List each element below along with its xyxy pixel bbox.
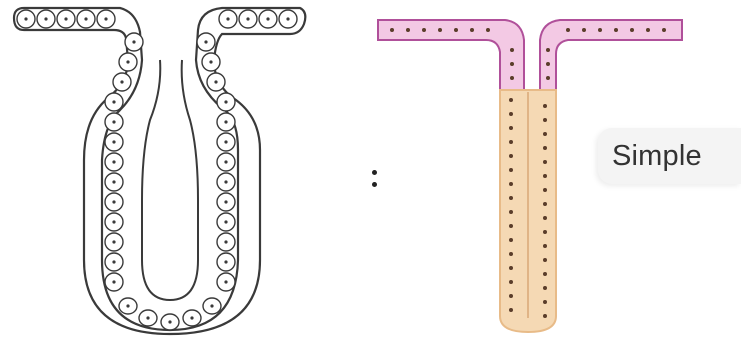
nucleus-dot [509, 224, 513, 228]
cell-nucleus [146, 316, 149, 319]
nucleus-dot [509, 196, 513, 200]
nucleus-dot [546, 76, 550, 80]
cell-nucleus [224, 160, 227, 163]
cell-nucleus [224, 240, 227, 243]
cell-nucleus [112, 260, 115, 263]
cell-nucleus [112, 240, 115, 243]
nucleus-dot [486, 28, 490, 32]
nucleus-dot [543, 286, 547, 290]
nucleus-dot [543, 188, 547, 192]
cell-nucleus [190, 316, 193, 319]
cell-nucleus [24, 17, 27, 20]
cell-nucleus [204, 40, 207, 43]
nucleus-dot [454, 28, 458, 32]
cell-nucleus [224, 100, 227, 103]
nucleus-dot [509, 280, 513, 284]
cell-nucleus [84, 17, 87, 20]
cell-nucleus [112, 280, 115, 283]
cell-nucleus [224, 140, 227, 143]
cell-nucleus [226, 17, 229, 20]
nucleus-dot [390, 28, 394, 32]
cell-nucleus [286, 17, 289, 20]
nucleus-dot [543, 216, 547, 220]
nucleus-dot [543, 160, 547, 164]
cell-nucleus [104, 17, 107, 20]
nucleus-dot [543, 314, 547, 318]
cell-nucleus [120, 80, 123, 83]
cell-nucleus [224, 220, 227, 223]
cell-nucleus [266, 17, 269, 20]
nucleus-dot [509, 238, 513, 242]
cell-nucleus [224, 180, 227, 183]
cell-nucleus [168, 320, 171, 323]
nucleus-dot [510, 76, 514, 80]
nucleus-dot [510, 62, 514, 66]
cell-nucleus [224, 200, 227, 203]
nucleus-dot [509, 182, 513, 186]
nucleus-dot [509, 210, 513, 214]
nucleus-dot [509, 154, 513, 158]
nucleus-dot [614, 28, 618, 32]
cell-nucleus [112, 120, 115, 123]
nucleus-dot [509, 140, 513, 144]
cell-nucleus [112, 160, 115, 163]
cell-nucleus [224, 280, 227, 283]
cell-nucleus [112, 220, 115, 223]
nucleus-dot [543, 272, 547, 276]
nucleus-dot [543, 202, 547, 206]
nucleus-dot [509, 294, 513, 298]
nucleus-dot [509, 266, 513, 270]
gland-outer-outline [14, 8, 305, 334]
cell-nucleus [132, 40, 135, 43]
cell-nucleus [112, 180, 115, 183]
nucleus-dot [543, 104, 547, 108]
nucleus-dot [566, 28, 570, 32]
nucleus-dot [438, 28, 442, 32]
nucleus-dot [509, 112, 513, 116]
cell-nucleus [210, 304, 213, 307]
nucleus-dot [470, 28, 474, 32]
nucleus-dot [543, 230, 547, 234]
nucleus-dot [546, 62, 550, 66]
nucleus-dot [543, 118, 547, 122]
cell-nucleus [44, 17, 47, 20]
cell-nucleus [214, 80, 217, 83]
nucleus-dot [509, 98, 513, 102]
nucleus-dot [582, 28, 586, 32]
cell-nucleus [112, 140, 115, 143]
nucleus-dot [543, 300, 547, 304]
nucleus-dot [509, 308, 513, 312]
bullet-dots [372, 170, 382, 194]
nucleus-dot [510, 48, 514, 52]
surface-epithelium-pink-right [540, 20, 682, 92]
cell-nucleus [246, 17, 249, 20]
cell-nucleus [224, 260, 227, 263]
surface-epithelium-pink [378, 20, 524, 92]
gland-type-label: Simple [612, 140, 702, 173]
nucleus-dot [543, 174, 547, 178]
cell-nucleus [224, 120, 227, 123]
nucleus-dot [646, 28, 650, 32]
nucleus-dot [543, 258, 547, 262]
nucleus-dot [543, 132, 547, 136]
invaginated-gland-icon [14, 8, 305, 334]
cell-nucleus [126, 304, 129, 307]
nucleus-dot [543, 146, 547, 150]
nucleus-dot [630, 28, 634, 32]
nucleus-dot [662, 28, 666, 32]
cell-nucleus [64, 17, 67, 20]
nucleus-dot [509, 252, 513, 256]
nucleus-dot [422, 28, 426, 32]
nucleus-dot [543, 244, 547, 248]
cell-nucleus [126, 60, 129, 63]
nucleus-dot [509, 168, 513, 172]
nucleus-dot [546, 48, 550, 52]
nucleus-dot [406, 28, 410, 32]
cell-nucleus [112, 200, 115, 203]
nucleus-dot [598, 28, 602, 32]
gland-inner-lumen [142, 60, 198, 300]
nucleus-dot [509, 126, 513, 130]
cell-nucleus [112, 100, 115, 103]
cell-nucleus [209, 60, 212, 63]
